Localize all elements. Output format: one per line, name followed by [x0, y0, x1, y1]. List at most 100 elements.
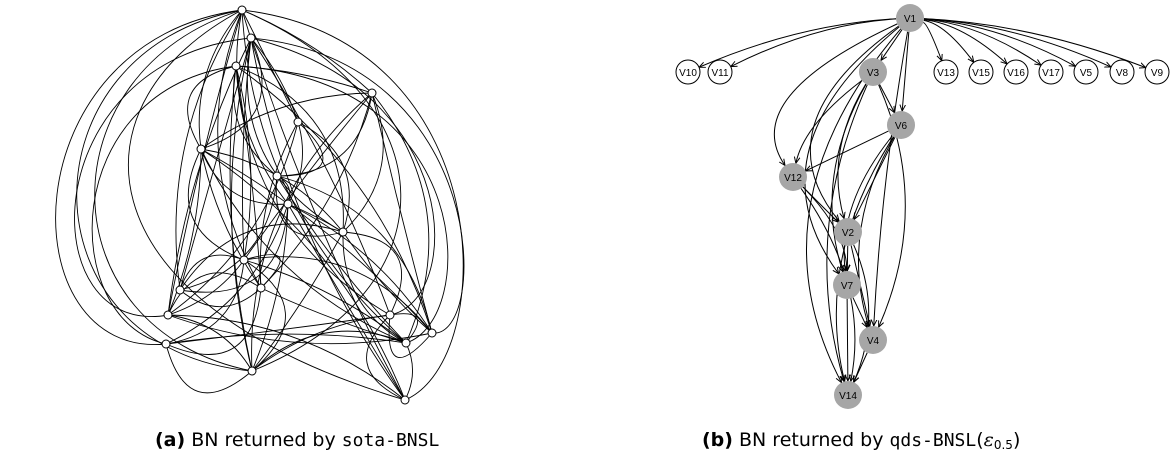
node-v13: V13 — [933, 59, 959, 85]
edge-a — [200, 92, 373, 150]
node-label-v17: V17 — [1042, 68, 1060, 79]
node-a — [237, 5, 247, 15]
node-a — [175, 285, 185, 295]
edge-a — [167, 148, 202, 316]
edge-a-outer — [250, 37, 435, 316]
node-v12: V12 — [779, 163, 807, 191]
edge-V1-V3 — [881, 29, 903, 61]
caption-b-text: BN returned by — [739, 429, 890, 451]
edge-a — [366, 314, 406, 401]
node-a — [293, 117, 303, 127]
node-label-v2: V2 — [842, 228, 855, 239]
edge-a — [251, 92, 373, 372]
node-v9: V9 — [1144, 59, 1170, 85]
edge-V1-V10 — [699, 18, 897, 67]
caption-b: (b) BN returned by qds-BNSL(ε0.5) — [702, 425, 1020, 455]
edge-a-outer — [241, 9, 402, 372]
caption-b-close: ) — [1012, 429, 1021, 451]
edge-a — [241, 9, 406, 401]
node-v3: V3 — [859, 58, 887, 86]
caption-b-subscript: 0.5 — [993, 438, 1013, 452]
edge-a — [251, 231, 344, 372]
edge-V7-V4 — [852, 297, 867, 328]
sota-bnsl-network — [55, 5, 465, 405]
node-v14: V14 — [834, 381, 862, 409]
edge-a — [404, 342, 413, 401]
edge-a — [297, 121, 350, 233]
edge-a — [167, 314, 406, 401]
edge-a — [251, 314, 391, 372]
node-a — [400, 395, 410, 405]
node-a — [231, 61, 241, 71]
edge-a — [167, 272, 262, 316]
edge-V1-V17 — [923, 18, 1041, 65]
edge-a — [235, 65, 262, 289]
edge-a — [250, 37, 299, 123]
edge-V1-V9 — [923, 18, 1146, 68]
node-a — [246, 33, 256, 43]
node-v16: V16 — [1003, 59, 1029, 85]
node-a — [196, 144, 206, 154]
node-label-v6: V6 — [895, 121, 908, 132]
edge-a — [250, 37, 406, 401]
edge-a — [389, 313, 418, 344]
node-v17: V17 — [1038, 59, 1064, 85]
edge-V1-V13 — [923, 21, 942, 60]
node-a — [161, 339, 171, 349]
edge-V1-V11 — [731, 18, 897, 67]
node-a — [272, 171, 282, 181]
edge-V1-V14 — [805, 28, 902, 383]
caption-b-label: (b) — [702, 429, 733, 451]
edge-V7-V14 — [847, 298, 848, 381]
edge-V1-V2 — [809, 25, 899, 221]
edge-a — [187, 65, 237, 150]
node-label-v16: V16 — [1007, 68, 1025, 79]
edge-a-outer — [55, 9, 243, 345]
edge-a — [342, 92, 384, 233]
edge-a — [229, 65, 253, 372]
edge-V1-V6 — [902, 31, 910, 111]
edge-a-outer — [91, 65, 237, 345]
node-v4: V4 — [859, 326, 887, 354]
edge-a — [276, 175, 433, 334]
node-v7: V7 — [833, 271, 861, 299]
edge-V3-V2 — [837, 83, 867, 219]
node-v2: V2 — [834, 218, 862, 246]
edge-a — [200, 148, 406, 401]
edge-a — [179, 223, 344, 291]
edge-a — [388, 314, 433, 358]
edge-a — [200, 148, 289, 205]
node-a — [401, 338, 411, 348]
edge-a — [243, 259, 407, 344]
node-layer-a — [161, 5, 437, 405]
edge-a — [251, 203, 289, 372]
node-label-v3: V3 — [867, 68, 880, 79]
edge-a — [165, 287, 262, 355]
edge-V6-V12 — [806, 130, 889, 171]
edge-a — [342, 231, 433, 334]
edge-V4-V14 — [854, 352, 868, 383]
edge-a — [371, 92, 433, 334]
edge-a — [165, 314, 391, 345]
edge-layer — [699, 18, 1146, 383]
edge-a — [200, 148, 262, 289]
node-label-v5: V5 — [1080, 68, 1093, 79]
node-a — [283, 199, 293, 209]
edge-a — [235, 65, 433, 334]
edge-V1-V7 — [804, 26, 900, 274]
edge-V1-V16 — [923, 19, 1007, 64]
node-label-v13: V13 — [937, 68, 955, 79]
caption-b-open: ( — [976, 429, 984, 451]
edge-a — [179, 254, 245, 291]
caption-b-method: qds-BNSL — [889, 430, 977, 451]
edge-a — [179, 175, 278, 291]
node-v10: V10 — [675, 59, 701, 85]
node-a — [163, 310, 173, 320]
edge-a — [251, 330, 407, 372]
edge-V1-V15 — [923, 19, 974, 62]
edge-V3-V6 — [879, 84, 895, 112]
caption-a-label: (a) — [155, 429, 186, 451]
caption-a-method: sota-BNSL — [341, 430, 440, 451]
